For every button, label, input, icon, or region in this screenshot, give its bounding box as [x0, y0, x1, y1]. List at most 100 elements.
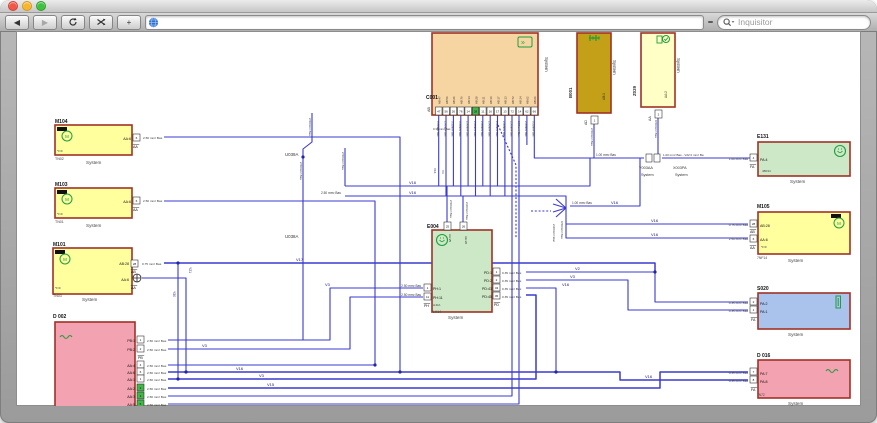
pin-box[interactable]	[132, 196, 141, 205]
block-body[interactable]	[54, 187, 133, 219]
pin-number: 28	[752, 222, 756, 226]
pin-box[interactable]	[136, 374, 145, 383]
wire-spec: 2.50 mm² Bas	[147, 348, 167, 352]
block-body[interactable]	[640, 32, 676, 108]
pin-box[interactable]	[749, 297, 758, 306]
pin-box[interactable]	[749, 367, 758, 376]
pin-label: AA:4	[127, 364, 135, 368]
block-body[interactable]	[431, 229, 493, 313]
pin-box[interactable]	[136, 383, 145, 392]
pin-box[interactable]	[749, 375, 758, 384]
wire	[168, 371, 748, 389]
pin-box[interactable]	[132, 133, 141, 142]
minimize-button[interactable]	[22, 1, 32, 11]
pin-box[interactable]	[501, 106, 509, 116]
pin-box[interactable]	[459, 221, 468, 231]
close-button[interactable]	[8, 1, 18, 11]
pin-box[interactable]	[516, 106, 524, 116]
pin-box[interactable]	[590, 115, 599, 125]
pin-box[interactable]	[749, 153, 758, 162]
tab-mark-icon	[831, 214, 841, 218]
diagram-text: AB:13	[504, 96, 508, 104]
block-body[interactable]	[757, 292, 851, 330]
block-Z039[interactable]	[640, 32, 676, 108]
pin-box[interactable]	[130, 259, 139, 268]
pin-box[interactable]	[749, 234, 758, 243]
block-C001[interactable]: C001»	[426, 32, 539, 116]
pin-number: 28	[474, 110, 478, 114]
pin-box[interactable]	[654, 109, 663, 119]
address-bar[interactable]	[145, 14, 704, 30]
coil-icon	[825, 368, 839, 374]
pin-box[interactable]	[508, 106, 516, 116]
pin-label: AB:28	[119, 262, 129, 266]
pin-box[interactable]	[136, 335, 145, 344]
pin-box[interactable]	[449, 106, 458, 116]
search-field[interactable]: Inquisitor	[717, 14, 871, 30]
pin-box[interactable]	[136, 399, 145, 406]
wire-label: V16	[409, 180, 417, 185]
pin-box[interactable]	[423, 292, 432, 301]
block-body[interactable]	[52, 247, 133, 295]
report-bug-button[interactable]	[89, 14, 113, 30]
pin-box[interactable]	[749, 305, 758, 314]
pin-box[interactable]	[653, 153, 661, 163]
zoom-button[interactable]	[36, 1, 46, 11]
pin-box[interactable]	[471, 106, 480, 116]
pin-box[interactable]	[136, 391, 145, 400]
pin-box[interactable]	[479, 106, 487, 116]
pin-box[interactable]	[423, 283, 432, 292]
pin-box[interactable]	[749, 219, 758, 228]
diagram-text: AB:11	[482, 96, 486, 104]
pin-box[interactable]	[457, 106, 465, 116]
block-body[interactable]	[757, 211, 851, 255]
diagram-text: 2.50mm² Bas	[590, 128, 594, 146]
new-tab-button[interactable]: +	[117, 14, 141, 30]
pin-box[interactable]	[136, 344, 145, 353]
block-B001[interactable]	[576, 32, 612, 114]
diagram-text: X003PA	[673, 166, 687, 170]
pin-box[interactable]	[492, 283, 501, 292]
connector-label: PH	[424, 304, 429, 308]
reload-button[interactable]	[61, 14, 85, 30]
block-body[interactable]	[757, 359, 851, 399]
wire	[555, 207, 567, 218]
pin-box[interactable]	[435, 106, 443, 116]
pin-box[interactable]	[464, 106, 472, 116]
block-body[interactable]	[54, 321, 136, 406]
titlebar[interactable]	[0, 0, 877, 13]
pin-box[interactable]	[443, 221, 452, 231]
pin-box[interactable]	[486, 106, 494, 116]
pin-number: 14	[466, 110, 470, 114]
globe-icon	[148, 17, 159, 27]
pin-box[interactable]	[492, 267, 501, 276]
diagram-text: AA	[648, 116, 652, 121]
pin-box[interactable]	[530, 106, 538, 116]
block-body[interactable]	[757, 141, 851, 177]
pin-box[interactable]	[493, 106, 502, 116]
diagram-text: AB:17	[496, 96, 500, 104]
forward-button[interactable]: ▶	[33, 14, 57, 30]
pin-box[interactable]	[645, 153, 653, 163]
pin-box[interactable]	[523, 106, 531, 116]
pin-box[interactable]	[492, 291, 501, 300]
block-body[interactable]	[576, 32, 612, 114]
pin-box[interactable]	[442, 106, 450, 116]
wire-label: V2	[575, 266, 581, 271]
back-button[interactable]: ◀	[5, 14, 29, 30]
diagram-text: 0.35mm² Bas	[451, 121, 455, 137]
block-body[interactable]	[54, 124, 133, 156]
pin-box[interactable]	[492, 275, 501, 284]
wire-label: V3	[325, 282, 331, 287]
